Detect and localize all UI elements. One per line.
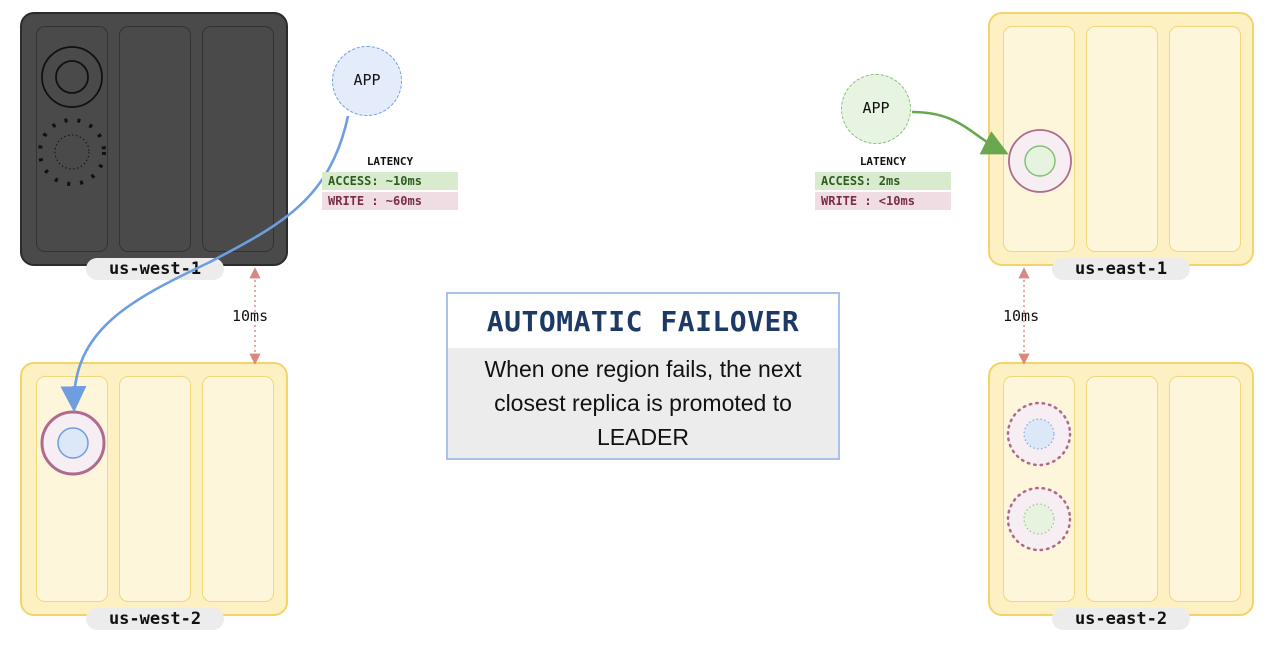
west-app-connection: [60, 115, 350, 413]
zone-us-west-1-c: [202, 26, 274, 252]
info-body: When one region fails, the next closest …: [448, 348, 838, 458]
latency-west-write: WRITE : ~60ms: [322, 192, 458, 210]
app-west: APP: [332, 46, 402, 116]
latency-east-title: LATENCY: [859, 155, 907, 168]
latency-west-title: LATENCY: [366, 155, 414, 168]
latency-east-write: WRITE : <10ms: [815, 192, 951, 210]
failed-leader-replica: [41, 46, 103, 108]
distance-label-east: 10ms: [1003, 307, 1040, 325]
region-label-us-west-2: us-west-2: [86, 608, 224, 630]
distance-label-west: 10ms: [232, 307, 269, 325]
latency-west-access: ACCESS: ~10ms: [322, 172, 458, 190]
zone-us-west-1-b: [119, 26, 191, 252]
west-leader-replica: [40, 410, 106, 476]
zone-us-west-1-a: [36, 26, 108, 252]
latency-west: LATENCY ACCESS: ~10ms WRITE : ~60ms: [322, 154, 458, 212]
east-leader-replica: [1008, 129, 1072, 193]
latency-east: LATENCY ACCESS: 2ms WRITE : <10ms: [815, 154, 951, 212]
region-us-east-2: [988, 362, 1254, 616]
zone-us-east-2-b: [1086, 376, 1158, 602]
east-follower-replica-green: [1006, 486, 1072, 552]
east-follower-replica-blue: [1006, 401, 1072, 467]
region-label-us-west-1: us-west-1: [86, 258, 224, 280]
zone-us-west-2-b: [119, 376, 191, 602]
zone-us-east-1-b: [1086, 26, 1158, 252]
info-box: AUTOMATIC FAILOVER When one region fails…: [446, 292, 840, 460]
region-us-west-1: [20, 12, 288, 266]
region-label-us-east-2: us-east-2: [1052, 608, 1190, 630]
east-app-connection: [911, 110, 1009, 155]
latency-east-access: ACCESS: 2ms: [815, 172, 951, 190]
failed-follower-replica: [38, 118, 106, 186]
zone-us-west-2-c: [202, 376, 274, 602]
info-title: AUTOMATIC FAILOVER: [486, 305, 800, 338]
zone-us-east-1-c: [1169, 26, 1241, 252]
app-east: APP: [841, 74, 911, 144]
region-label-us-east-1: us-east-1: [1052, 258, 1190, 280]
zone-us-east-2-c: [1169, 376, 1241, 602]
region-us-east-1: [988, 12, 1254, 266]
